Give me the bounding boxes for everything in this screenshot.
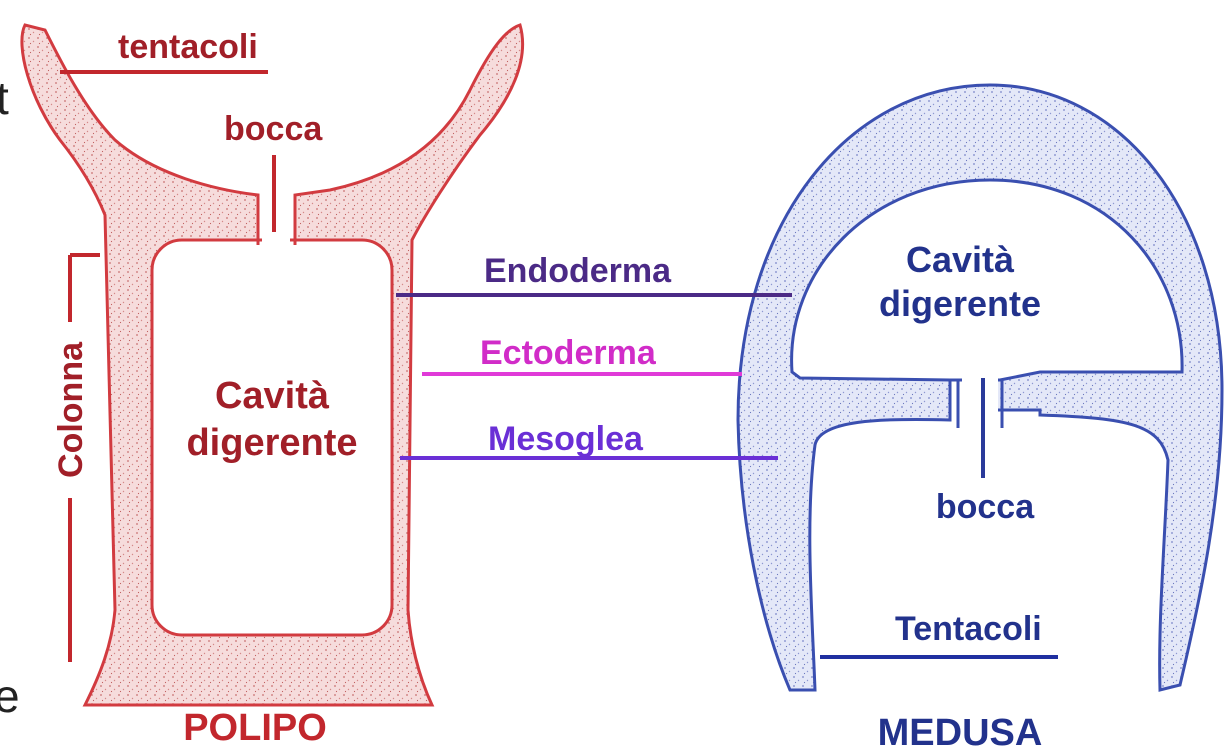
ectoderma-label: Ectoderma bbox=[480, 334, 657, 372]
cropped-text-fragment-top: t bbox=[0, 72, 9, 124]
mesoglea-label: Mesoglea bbox=[488, 420, 644, 458]
polyp-digerente-label: digerente bbox=[186, 422, 357, 464]
polyp-tentacoli-label: tentacoli bbox=[118, 28, 258, 66]
medusa-mouth-opening bbox=[962, 370, 998, 430]
medusa-figure bbox=[738, 85, 1222, 690]
medusa-digerente-label: digerente bbox=[879, 283, 1041, 324]
polyp-title: POLIPO bbox=[183, 707, 327, 749]
polyp-cavita-label: Cavità bbox=[215, 375, 330, 417]
polyp-bocca-label: bocca bbox=[224, 110, 323, 148]
polyp-colonna-label: Colonna bbox=[52, 341, 90, 478]
medusa-tentacoli-label: Tentacoli bbox=[895, 610, 1042, 648]
medusa-cavita-label: Cavità bbox=[906, 239, 1015, 280]
cropped-text-fragment-bottom: e bbox=[0, 670, 20, 722]
medusa-title: MEDUSA bbox=[878, 712, 1043, 751]
endoderma-label: Endoderma bbox=[484, 252, 672, 290]
medusa-bocca-label: bocca bbox=[936, 488, 1035, 526]
